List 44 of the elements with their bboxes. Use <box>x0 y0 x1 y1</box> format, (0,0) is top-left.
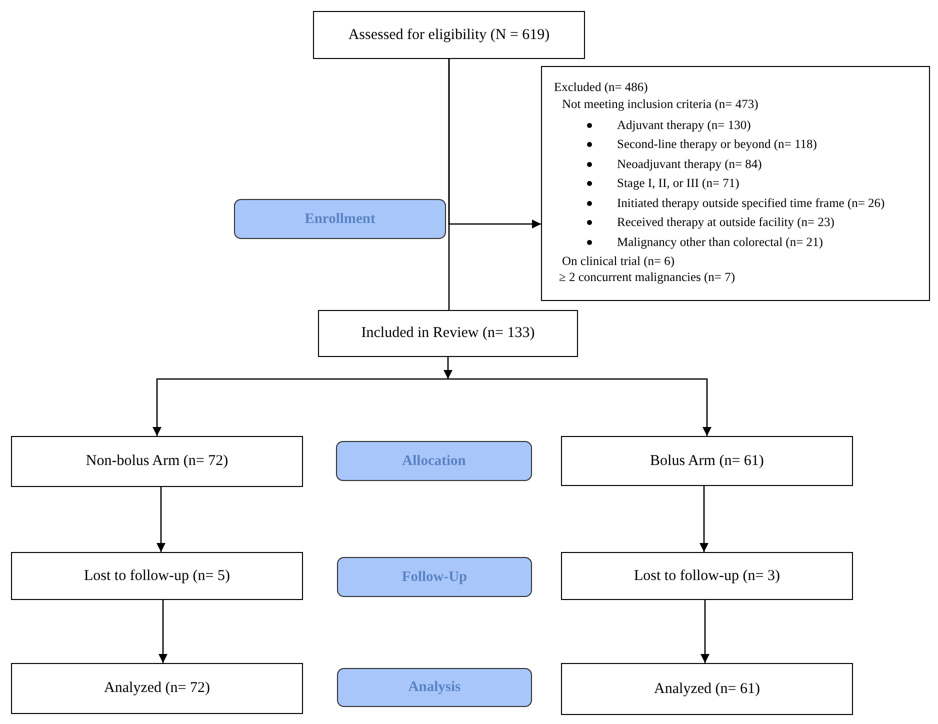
exclusion-text: Initiated therapy outside specified time frame (n= 26) <box>617 194 885 212</box>
process-box <box>313 11 585 59</box>
exclusion-text: Second-line therapy or beyond (n= 118) <box>617 136 817 153</box>
arrow <box>156 487 166 552</box>
exclusion-text: Adjuvant therapy (n= 130) <box>617 116 751 134</box>
exclusion-text: Neoadjuvant therapy (n= 84) <box>617 156 762 173</box>
phase-label: Allocation <box>402 452 466 470</box>
process-box <box>561 436 853 486</box>
process-box <box>561 552 853 600</box>
arrow <box>158 600 168 663</box>
box-text: Lost to follow-up (n= 5) <box>84 568 230 584</box>
box-text: Included in Review (n= 133) <box>361 325 535 342</box>
box-text: Analyzed (n= 72) <box>104 680 210 697</box>
exclusion-text: ≥ 2 concurrent malignancies (n= 7) <box>559 270 736 285</box>
process-box <box>11 663 303 714</box>
exclusion-text: Stage I, II, or III (n= 71) <box>617 175 740 192</box>
box-text: Assessed for eligibility (N = 619) <box>348 26 550 44</box>
process-box <box>318 310 578 357</box>
arrow <box>448 378 712 436</box>
arrow <box>700 486 708 552</box>
process-box <box>11 436 303 487</box>
box-text: Analyzed (n= 61) <box>654 680 760 698</box>
exclusion-text: Excluded (n= 486) <box>554 78 648 96</box>
phase-box <box>234 199 446 239</box>
box-text: Non-bolus Arm (n= 72) <box>86 453 228 470</box>
arrow <box>444 357 452 379</box>
exclusion-text: Not meeting inclusion criteria (n= 473) <box>562 96 758 112</box>
process-box <box>11 552 303 600</box>
phase-label: Enrollment <box>304 210 376 228</box>
phase-box <box>337 557 532 597</box>
phase-box <box>336 441 532 481</box>
exclusion-box <box>541 66 930 301</box>
exclusion-text: Received therapy at outside facility (n= 23) <box>617 214 834 231</box>
box-text: Lost to follow-up (n= 3) <box>634 568 780 584</box>
phase-label: Analysis <box>408 679 461 696</box>
phase-label: Follow-Up <box>402 568 468 586</box>
arrow <box>700 600 710 663</box>
box-text: Bolus Arm (n= 61) <box>650 452 764 470</box>
arrow <box>448 59 541 228</box>
process-box <box>561 663 853 715</box>
phase-box <box>337 668 532 707</box>
exclusion-text: Malignancy other than colorectal (n= 21) <box>617 234 823 251</box>
exclusion-text: On clinical trial (n= 6) <box>562 253 675 270</box>
arrow <box>152 378 448 436</box>
